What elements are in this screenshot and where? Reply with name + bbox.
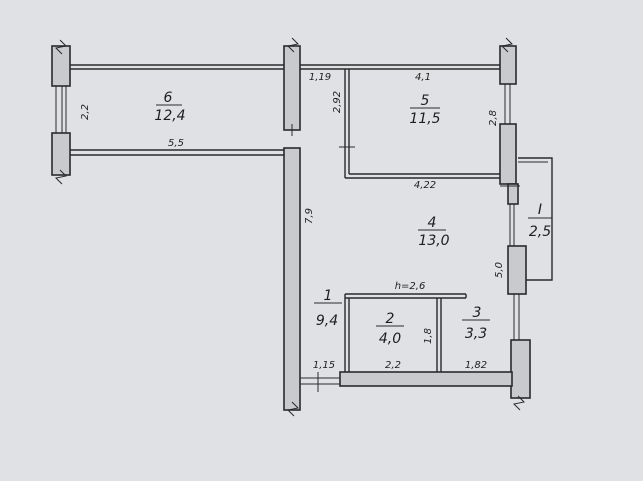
dim-1-19: 1,19 [309,72,331,83]
central-wall [283,37,301,417]
balcony-I [518,157,553,281]
room-3-area: 3,3 [465,326,487,342]
room-6-walls [51,39,284,185]
room-5-number: 5 [421,93,430,109]
dim-2-2-bottom: 2,2 [385,360,401,371]
dim-1-15: 1,15 [313,360,335,371]
dim-5-0: 5,0 [494,262,505,278]
balcony-number: I [538,202,542,218]
right-wall [499,37,531,411]
dim-4-22: 4,22 [414,180,436,191]
dim-room6-height: 2,2 [80,104,91,120]
dim-room5-width: 4,1 [415,72,431,83]
bath-walls [344,293,467,372]
room-6-area: 12,4 [154,108,185,124]
room-5-walls [300,64,500,179]
room-4-area: 13,0 [418,233,449,249]
room-4-number: 4 [428,215,437,231]
room-1-number: 1 [324,288,333,304]
dim-1-82: 1,82 [465,360,487,371]
room-5-area: 11,5 [409,111,440,127]
balcony-area: 2,5 [529,224,551,240]
room-2-number: 2 [386,311,395,327]
dim-ceiling-h: h=2,6 [395,281,426,292]
dim-room6-width: 5,5 [168,138,184,149]
dim-7-9: 7,9 [304,208,315,224]
dim-room5-left: 2,92 [332,91,343,113]
room-6-number: 6 [164,90,173,106]
dim-1-8: 1,8 [423,328,434,344]
dim-room5-right: 2,8 [488,110,499,126]
bottom-wall [300,371,513,392]
room-3-number: 3 [473,305,482,321]
room-2-area: 4,0 [379,331,401,347]
room-1-area: 9,4 [316,313,338,329]
